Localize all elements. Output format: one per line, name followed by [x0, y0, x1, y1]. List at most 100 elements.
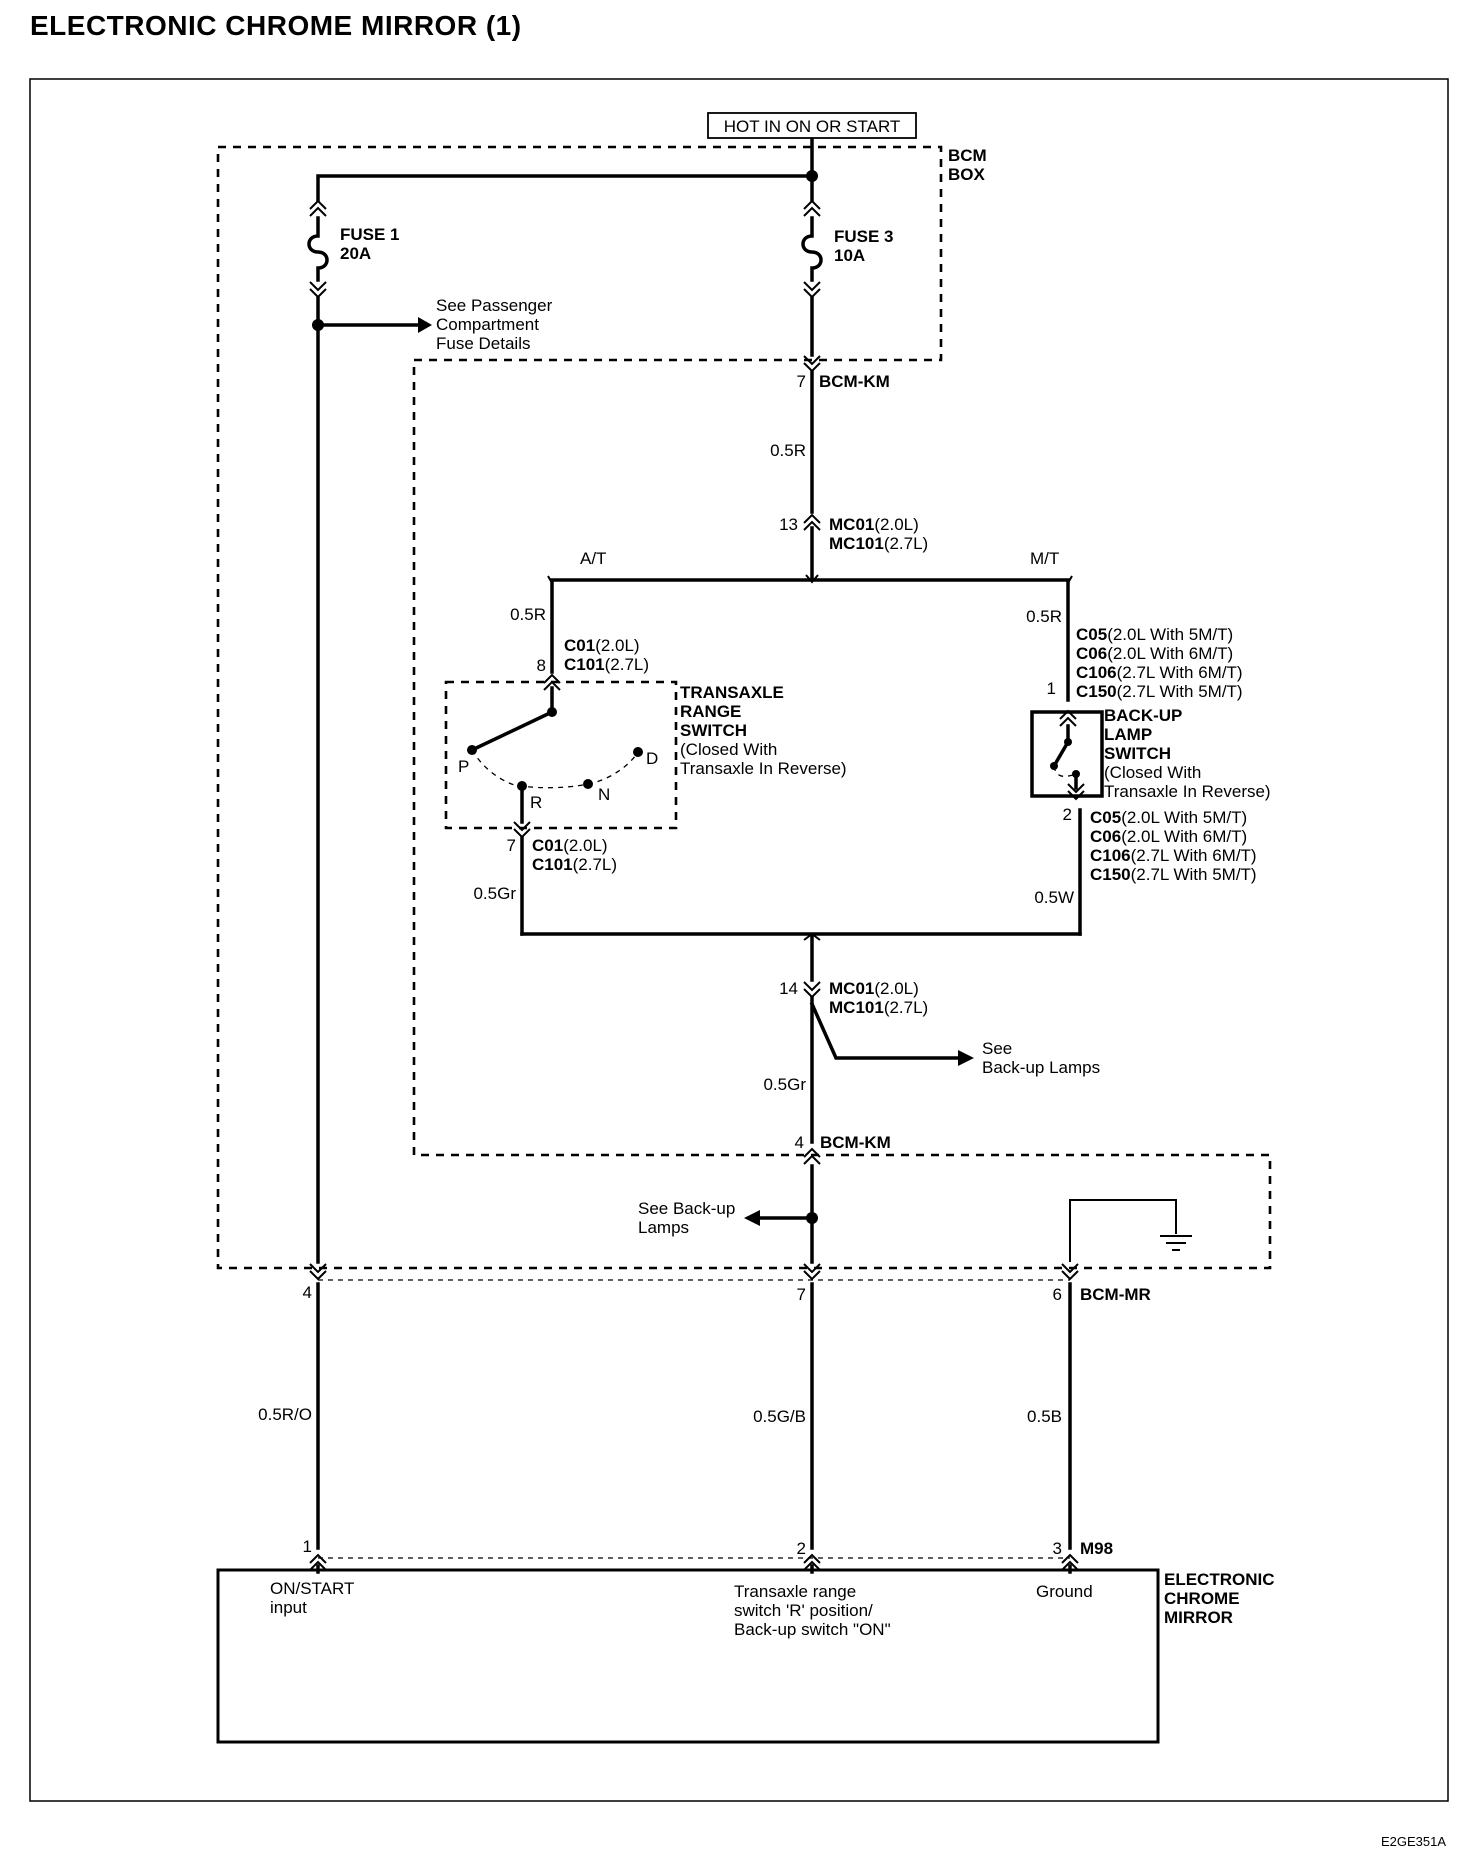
mirror-pin-reverse: Transaxle range	[734, 1582, 856, 1601]
wire-split-bus	[550, 526, 1070, 702]
pin-number: 1	[303, 1537, 312, 1556]
pin-number: 4	[303, 1283, 312, 1302]
power-source-box	[707, 112, 917, 139]
connector-bcm-mr-6	[1061, 1263, 1079, 1280]
passenger-fuse-ref: See Passenger	[436, 296, 553, 315]
bcm-box-label: BCM	[948, 146, 987, 165]
mirror-pin-on-start: ON/START	[270, 1579, 354, 1598]
connector-mc-14	[803, 981, 821, 998]
connector-bcm-km-label: BCM-KM	[819, 372, 890, 391]
connector-c101-label: C101(2.7L)	[564, 655, 649, 674]
diagram-frame	[29, 78, 1449, 1802]
mirror-pin-on-start: input	[270, 1598, 307, 1617]
pin-number: 1	[1047, 679, 1056, 698]
branch-at-label: A/T	[580, 549, 606, 568]
transaxle-switch-note: (Closed With	[680, 740, 777, 759]
pin-number: 6	[1053, 1285, 1062, 1304]
arrow-backup-ref-left	[744, 1210, 760, 1226]
connector-mc-label: MC01(2.0L)	[829, 515, 919, 534]
backup-switch-note: Transaxle In Reverse)	[1104, 782, 1271, 801]
pin-number: 2	[1063, 805, 1072, 824]
transaxle-range-switch	[444, 680, 678, 830]
connector-m98-label: M98	[1080, 1539, 1113, 1558]
connector-bcm-km-4	[803, 1148, 821, 1165]
pin-number: 4	[795, 1133, 804, 1152]
backup-lamp-switch	[1030, 710, 1104, 800]
fuse-3-name: FUSE 3	[834, 227, 894, 246]
mirror-pin-reverse: switch 'R' position/	[734, 1601, 873, 1620]
fuse-1-name: FUSE 1	[340, 225, 400, 244]
wire-top-bus	[316, 138, 814, 202]
connector-bcm-km-7	[803, 355, 821, 372]
connector-bcm-km-label: BCM-KM	[820, 1133, 891, 1152]
pin-number: 14	[779, 979, 798, 998]
connector-mt-label: C06(2.0L With 6M/T)	[1090, 827, 1247, 846]
bcm-box-outline	[216, 145, 1272, 1270]
connector-c01-label: C01(2.0L)	[532, 836, 608, 855]
backup-switch-title: LAMP	[1104, 725, 1152, 744]
position-r: R	[530, 793, 542, 812]
branch-mt-label: M/T	[1030, 549, 1059, 568]
wire-color-label: 0.5G/B	[753, 1407, 806, 1426]
transaxle-switch-note: Transaxle In Reverse)	[680, 759, 847, 778]
wire-color-label: 0.5R	[770, 441, 806, 460]
mirror-title: CHROME	[1164, 1589, 1240, 1608]
power-source-label: HOT IN ON OR START	[724, 117, 901, 136]
wire-color-label: 0.5R/O	[258, 1405, 312, 1424]
connector-mt-label: C106(2.7L With 6M/T)	[1090, 846, 1257, 865]
electronic-chrome-mirror-box	[216, 1568, 1160, 1744]
mirror-pin-stubs	[316, 1564, 1072, 1574]
wire-split-tick	[805, 574, 819, 584]
connector-mc-label: MC01(2.0L)	[829, 979, 919, 998]
pin-number: 7	[797, 1285, 806, 1304]
position-p: P	[458, 757, 469, 776]
pin-number: 7	[507, 836, 516, 855]
connector-mt-label: C05(2.0L With 5M/T)	[1090, 808, 1247, 827]
mirror-title: ELECTRONIC	[1164, 1570, 1275, 1589]
backup-switch-title: BACK-UP	[1104, 706, 1182, 725]
connector-c01-7	[513, 821, 531, 838]
arrow-backup-ref-right	[958, 1050, 974, 1066]
backup-lamps-ref: Lamps	[638, 1218, 689, 1237]
wire-color-label: 0.5R	[1026, 607, 1062, 626]
transaxle-switch-title: RANGE	[680, 702, 741, 721]
wire-color-label: 0.5B	[1027, 1407, 1062, 1426]
connector-bcm-mr-label: BCM-MR	[1080, 1285, 1151, 1304]
fuse-3-rating: 10A	[834, 246, 865, 265]
transaxle-switch-title: TRANSAXLE	[680, 683, 784, 702]
wire-join-tick	[803, 932, 821, 941]
position-n: N	[598, 785, 610, 804]
connector-mc-label: MC101(2.7L)	[829, 998, 928, 1017]
connector-mt-label: C106(2.7L With 6M/T)	[1076, 663, 1243, 682]
pin-number: 8	[537, 656, 546, 675]
wire-backup-ref-right	[809, 1001, 960, 1060]
arrow-passenger-ref	[418, 317, 432, 333]
mirror-pin-reverse: Back-up switch "ON"	[734, 1620, 891, 1639]
pin-number: 13	[779, 515, 798, 534]
pin-number: 3	[1053, 1539, 1062, 1558]
connector-mt-label: C06(2.0L With 6M/T)	[1076, 644, 1233, 663]
ground-symbol	[1069, 1199, 1192, 1262]
connector-mc-label: MC101(2.7L)	[829, 534, 928, 553]
wire-split-end	[547, 575, 1073, 584]
passenger-fuse-ref: Compartment	[436, 315, 539, 334]
wire-color-label: 0.5Gr	[473, 884, 516, 903]
pin-number: 2	[797, 1539, 806, 1558]
wire-join-bus	[520, 932, 1082, 982]
mirror-pin-ground: Ground	[1036, 1582, 1093, 1601]
bcm-box-label: BOX	[948, 165, 986, 184]
connector-c01-label: C01(2.0L)	[564, 636, 640, 655]
backup-switch-title: SWITCH	[1104, 744, 1171, 763]
position-d: D	[646, 749, 658, 768]
backup-lamps-ref: See Back-up	[638, 1199, 735, 1218]
fuse-1	[307, 200, 329, 298]
backup-lamps-ref: Back-up Lamps	[982, 1058, 1100, 1077]
wire-color-label: 0.5W	[1034, 888, 1074, 907]
fuse-3	[801, 200, 823, 298]
connector-bcm-mr-7	[803, 1263, 821, 1280]
passenger-fuse-ref: Fuse Details	[436, 334, 530, 353]
wire-color-label: 0.5R	[510, 605, 546, 624]
connector-mt-label: C150(2.7L With 5M/T)	[1090, 865, 1257, 884]
